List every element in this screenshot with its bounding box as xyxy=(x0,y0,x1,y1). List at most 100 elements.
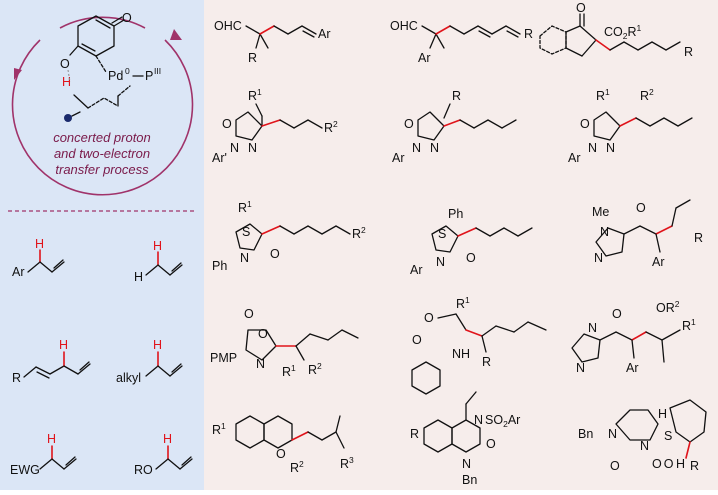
substrate-ewg-allyl: EWG H xyxy=(10,432,77,477)
svg-text:N: N xyxy=(412,141,421,155)
svg-text:OHC: OHC xyxy=(214,19,242,33)
svg-text:Ar: Ar xyxy=(652,255,665,269)
svg-text:R: R xyxy=(694,231,703,245)
substrate-alkoxy-allyl: RO H xyxy=(134,432,193,477)
svg-text:R: R xyxy=(684,45,693,59)
svg-text:O: O xyxy=(612,307,622,321)
svg-text:N: N xyxy=(594,251,603,265)
svg-text:alkyl: alkyl xyxy=(116,371,141,385)
cycle-arc-top xyxy=(59,16,146,29)
caption-line-2: and two-electron xyxy=(54,146,150,161)
svg-text:N: N xyxy=(608,427,617,441)
svg-text:R2: R2 xyxy=(290,459,304,475)
svg-text:R1: R1 xyxy=(682,317,696,333)
product-r1c2: OHC Ar R xyxy=(390,19,533,65)
svg-text:Ph: Ph xyxy=(448,207,463,221)
svg-text:S: S xyxy=(438,227,446,241)
svg-text:R3: R3 xyxy=(340,455,354,471)
svg-text:R: R xyxy=(482,355,491,369)
product-r3c2: Ph S N O Ar xyxy=(410,207,533,277)
svg-text:H: H xyxy=(134,270,143,284)
svg-text:Me: Me xyxy=(592,205,609,219)
svg-text:PMP: PMP xyxy=(210,351,237,365)
svg-text:N: N xyxy=(240,251,249,265)
quinone-o-bottom: O xyxy=(60,57,70,71)
svg-text:R: R xyxy=(248,51,257,65)
svg-text:N: N xyxy=(256,357,265,371)
svg-text:O: O xyxy=(576,1,586,15)
svg-text:R2: R2 xyxy=(308,361,322,377)
svg-text:N: N xyxy=(600,225,609,239)
svg-text:R2: R2 xyxy=(352,225,366,241)
product-r2c1: R1 O N N Ar' R2 xyxy=(212,87,338,165)
svg-text:N: N xyxy=(430,141,439,155)
substrate-pentadienyl: R H xyxy=(12,338,91,385)
svg-text:N: N xyxy=(248,141,257,155)
right-panel-bg xyxy=(204,0,718,490)
svg-text:H: H xyxy=(47,432,56,446)
svg-text:O: O xyxy=(258,327,268,341)
product-r4c1: O O N PMP R1 R2 xyxy=(210,307,359,379)
svg-text:Bn: Bn xyxy=(462,473,477,487)
svg-text:Ar: Ar xyxy=(418,51,431,65)
svg-text:H: H xyxy=(676,457,685,471)
svg-text:O: O xyxy=(636,201,646,215)
svg-text:H: H xyxy=(153,239,162,253)
svg-text:N: N xyxy=(588,141,597,155)
svg-text:O: O xyxy=(244,307,254,321)
svg-text:RO: RO xyxy=(134,463,153,477)
svg-text:R1: R1 xyxy=(238,199,252,215)
left-panel-bg xyxy=(0,0,204,490)
svg-text:H: H xyxy=(35,237,44,251)
svg-text:OO: OO xyxy=(652,457,674,471)
svg-text:EWG: EWG xyxy=(10,463,40,477)
cycle-arrowhead-right xyxy=(170,29,182,40)
svg-text:CO2R1: CO2R1 xyxy=(604,23,642,41)
pd-label: Pd xyxy=(108,69,123,83)
svg-text:R1: R1 xyxy=(212,421,226,437)
quinone-fragment: O O xyxy=(60,11,132,73)
svg-text:N: N xyxy=(576,361,585,375)
substrate-aryl-allyl: Ar H xyxy=(12,237,65,279)
svg-text:R1: R1 xyxy=(596,87,610,103)
caption-line-3: transfer process xyxy=(55,162,149,177)
svg-text:R: R xyxy=(524,27,533,41)
svg-text:N: N xyxy=(230,141,239,155)
svg-text:O: O xyxy=(276,447,286,461)
svg-text:H: H xyxy=(59,338,68,352)
svg-text:O: O xyxy=(486,437,496,451)
svg-text:O: O xyxy=(404,117,414,131)
substrate-dot xyxy=(64,114,72,122)
svg-text:O: O xyxy=(222,117,232,131)
product-r4c2: R1 O NH O R xyxy=(411,295,547,395)
quinone-o-top: O xyxy=(122,11,132,25)
substrate-propene: H H xyxy=(134,239,183,284)
p-label: P xyxy=(145,69,153,83)
svg-text:Ar: Ar xyxy=(318,27,331,41)
product-r1c3: O CO2R1 R xyxy=(539,1,693,59)
svg-text:Ph: Ph xyxy=(212,259,227,273)
product-r2c3: R1 R2 O N N Ar xyxy=(568,87,693,165)
svg-text:O: O xyxy=(424,311,434,325)
mechanism-cycle: O O Pd 0 P III H concerted proton and tw… xyxy=(11,11,194,196)
svg-text:O: O xyxy=(412,333,422,347)
svg-text:Bn: Bn xyxy=(578,427,593,441)
product-r4c3: N N O Ar OR2 R1 xyxy=(571,299,696,375)
svg-text:NH: NH xyxy=(452,347,470,361)
svg-text:Ar: Ar xyxy=(568,151,581,165)
substrate-alkyl-allyl: alkyl H xyxy=(116,338,183,385)
svg-text:R1: R1 xyxy=(282,363,296,379)
svg-text:H: H xyxy=(163,432,172,446)
product-r5c1: R1 O R2 R3 xyxy=(212,415,354,475)
product-r3c3: Me N N O Ar R xyxy=(592,199,703,269)
svg-text:R: R xyxy=(452,89,461,103)
svg-text:S: S xyxy=(242,225,250,239)
svg-text:H: H xyxy=(658,407,667,421)
svg-text:O: O xyxy=(580,117,590,131)
svg-text:Ar: Ar xyxy=(392,151,405,165)
